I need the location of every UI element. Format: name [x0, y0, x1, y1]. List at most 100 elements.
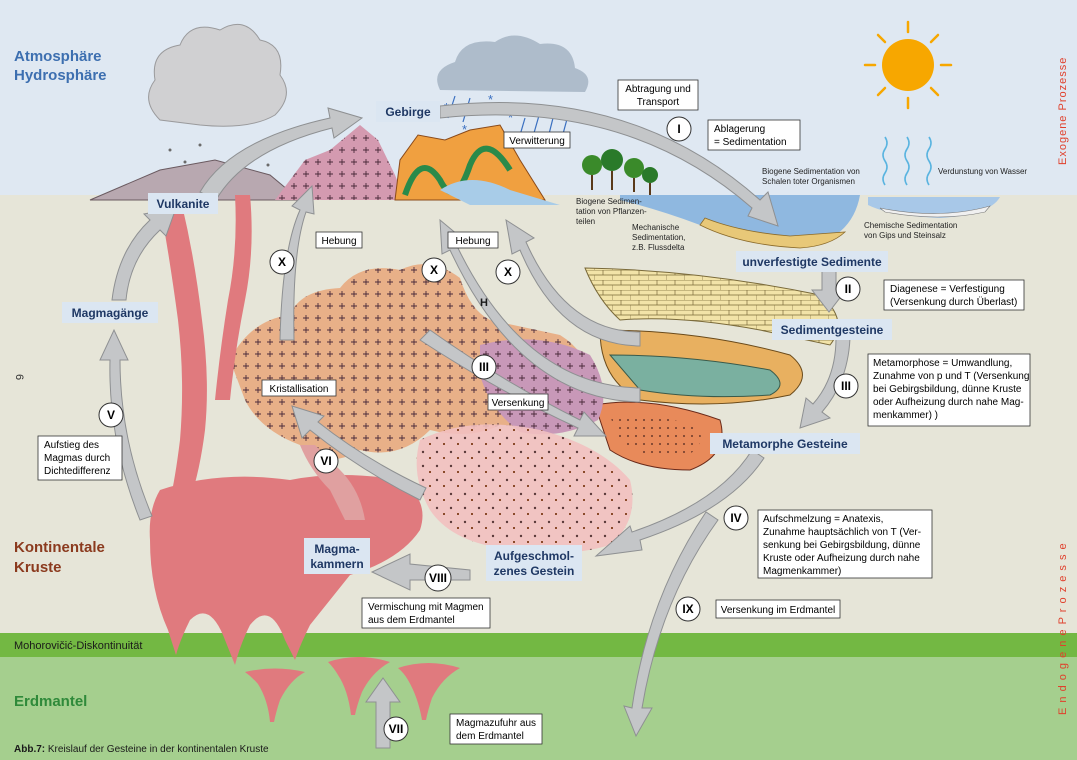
metamorphic-folds-4: [610, 414, 701, 458]
note-hebung-left: Hebung: [315, 231, 363, 249]
note-metamorphose: Metamorphose = Umwandlung, Zunahme von p…: [867, 353, 1031, 427]
zone-atmosphere: Atmosphäre: [14, 48, 102, 65]
label-h-mark: H: [480, 297, 488, 309]
label-mechanisch-2: Sedimentation,: [632, 233, 685, 242]
node-magmakammer-label-2: kammern: [310, 557, 363, 571]
node-sedimentgesteine-label: Sedimentgesteine: [781, 323, 884, 337]
roman-VI: VI: [313, 448, 339, 474]
sea-sediment: [699, 217, 847, 249]
node-gebirge: Gebirge: [376, 101, 440, 122]
svg-text:III: III: [479, 360, 489, 374]
cycle-arrows: [99, 101, 851, 749]
metamorphic-folds-2: [608, 354, 781, 398]
note-ablagerung: Ablagerung = Sedimentation: [707, 119, 801, 151]
note-magmazufuhr-1: Magmazufuhr aus: [456, 718, 536, 729]
note-ablagerung-2: = Sedimentation: [714, 137, 787, 148]
note-versenkung-label: Versenkung: [492, 398, 545, 409]
label-biogen-pflanzen-3: teilen: [576, 217, 595, 226]
node-aufgeschmolzen-label-1: Aufgeschmol-: [494, 549, 574, 563]
node-aufgeschmolzen-label-2: zenes Gestein: [494, 564, 575, 578]
note-magmazufuhr: Magmazufuhr aus dem Erdmantel: [449, 713, 543, 745]
salt-sediment: [879, 205, 991, 218]
zone-crust-1: Kontinentale: [14, 539, 105, 556]
note-hebung-right: Hebung: [447, 231, 499, 249]
node-vulkanite: Vulkanite: [148, 193, 218, 214]
label-biogen-muscheln-1: Biogene Sedimentation von: [762, 167, 860, 176]
label-chemisch-2: von Gips und Steinsalz: [864, 231, 946, 240]
node-metamorphe-gesteine: Metamorphe Gesteine: [710, 433, 860, 454]
arrow-magmazufuhr: [365, 677, 401, 749]
svg-text:II: II: [845, 282, 852, 296]
node-metamorphe-label: Metamorphe Gesteine: [722, 437, 848, 451]
roman-I: I: [666, 116, 692, 142]
magma-chamber-body: [149, 475, 423, 665]
node-unverfestigte-label: unverfestigte Sedimente: [742, 255, 882, 269]
arrow-mantel: [623, 511, 719, 738]
roman-III-right: III: [833, 373, 859, 399]
note-versenkung: Versenkung: [487, 393, 549, 411]
arrow-abtragung: [439, 101, 779, 227]
svg-text:VIII: VIII: [429, 571, 447, 585]
note-aufstieg-2: Magmas durch: [44, 453, 110, 464]
figure-caption: Abb.7: Kreislauf der Gesteine in der kon…: [14, 744, 269, 755]
node-magmakammern: Magma- kammern: [304, 538, 370, 574]
note-diagenese: Diagenese = Verfestigung (Versenkung dur…: [883, 279, 1025, 311]
note-metamorphose-4: oder Aufheizung durch nahe Mag-: [873, 397, 1024, 408]
arrow-metamorphose: [799, 337, 851, 429]
sea-basin: [620, 195, 860, 248]
node-magmagaenge: Magmagänge: [62, 302, 158, 323]
note-hebung-left-label: Hebung: [321, 236, 356, 247]
side-label-endogen: E n d o g e n e P r o z e s s e: [1057, 542, 1069, 715]
note-aufstieg: Aufstieg des Magmas durch Dichtedifferen…: [37, 435, 123, 481]
note-aufschmelzung-3: senkung bei Gebirgsbildung, dünne: [763, 540, 921, 551]
svg-text:*: *: [508, 110, 513, 125]
arrow-magmagaenge: [111, 207, 177, 301]
arrow-vulkanite-gebirge: [199, 107, 364, 201]
label-chemisch-1: Chemische Sedimentation: [864, 221, 957, 230]
node-aufgeschmolzenes-gestein: Aufgeschmol- zenes Gestein: [486, 545, 582, 581]
note-kristallisation-label: Kristallisation: [270, 384, 329, 395]
svg-text:VI: VI: [320, 454, 331, 468]
note-versenkung-mantel-label: Versenkung im Erdmantel: [721, 605, 836, 616]
note-metamorphose-5: menkammer) ): [873, 410, 938, 421]
svg-text:VII: VII: [389, 722, 404, 736]
evaporation-icon: [882, 136, 932, 186]
arrow-vermischung: [370, 553, 471, 591]
mantle-magma-funnels: [245, 657, 460, 722]
svg-text:X: X: [430, 263, 438, 277]
page-number: 6: [13, 374, 25, 380]
side-label-exogen: Exogene Prozesse: [1057, 57, 1069, 165]
note-metamorphose-2: Zunahme von p und T (Versenkung: [873, 371, 1029, 382]
note-vermischung-2: aus dem Erdmantel: [368, 615, 455, 626]
label-biogen-pflanzen-1: Biogene Sedimen-: [576, 197, 642, 206]
zone-mantle: Erdmantel: [14, 693, 87, 710]
note-ablagerung-1: Ablagerung: [714, 124, 765, 135]
label-mechanisch-1: Mechanische: [632, 223, 680, 232]
note-verwitterung-label: Verwitterung: [509, 136, 565, 147]
note-diagenese-2: (Versenkung durch Überlast): [890, 296, 1017, 308]
node-vulkanite-label: Vulkanite: [157, 197, 210, 211]
node-magmakammer-label-1: Magma-: [314, 542, 359, 556]
metamorphic-pluton-texture: [480, 339, 604, 435]
arrow-aufschmelzung: [594, 449, 765, 557]
node-magmagaenge-label: Magmagänge: [72, 306, 149, 320]
label-mechanisch-3: z.B. Flussdelta: [632, 243, 685, 252]
roman-IV: IV: [723, 505, 749, 531]
label-verdunstung: Verdunstung von Wasser: [938, 167, 1027, 176]
note-abtragung-1: Abtragung und: [625, 84, 691, 95]
note-vermischung-1: Vermischung mit Magmen: [368, 602, 484, 613]
zone-hydrosphere: Hydrosphäre: [14, 67, 107, 84]
node-gebirge-label: Gebirge: [385, 105, 431, 119]
label-biogen-pflanzen-2: tation von Pflanzen-: [576, 207, 647, 216]
roman-X-center: X: [421, 257, 447, 283]
note-aufschmelzung-5: Magmenkammer): [763, 566, 841, 577]
note-metamorphose-1: Metamorphose = Umwandlung,: [873, 358, 1012, 369]
note-aufschmelzung-4: Kruste oder Aufheizung durch nahe: [763, 553, 920, 564]
svg-text:*: *: [462, 122, 467, 137]
arrow-hebung-left: [279, 184, 315, 341]
note-aufstieg-3: Dichtedifferenz: [44, 466, 111, 477]
note-verwitterung: Verwitterung: [503, 131, 571, 149]
node-unverfestigte-sedimente: unverfestigte Sedimente: [736, 251, 888, 272]
tree-group-icon: [582, 149, 658, 195]
